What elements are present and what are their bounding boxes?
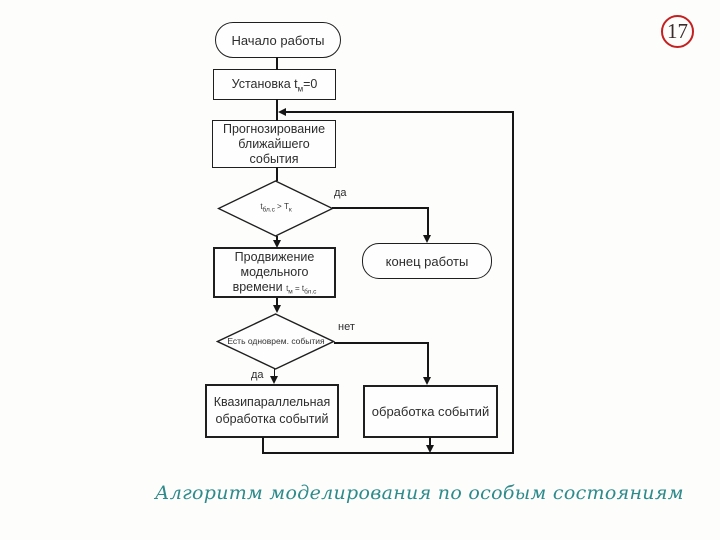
connector-decision2-no-h bbox=[334, 341, 428, 344]
decision-time-label: tбл.с > Tк bbox=[260, 202, 292, 214]
arrowhead-into-process bbox=[423, 377, 431, 385]
connector-decision1-yes-v bbox=[426, 206, 429, 237]
node-quasi-parallel: Квазипараллельная обработка событий bbox=[205, 384, 339, 438]
arrowhead-feedback-return bbox=[278, 107, 286, 116]
connector-advance-decision2 bbox=[276, 298, 278, 306]
branch-label-yes-1: да bbox=[334, 187, 347, 199]
node-init-label: Установка tм=0 bbox=[231, 77, 318, 94]
page-number: 17 bbox=[667, 19, 688, 43]
connector-quasi-down bbox=[262, 437, 264, 454]
connector-forecast-decision1 bbox=[276, 167, 278, 181]
page-number-badge: 17 bbox=[661, 15, 694, 48]
branch-label-yes-2: да bbox=[251, 369, 264, 381]
connector-decision1-yes-h bbox=[332, 206, 428, 209]
arrowhead-into-end bbox=[423, 235, 431, 243]
decision-time-diamond bbox=[217, 180, 334, 237]
connector-decision2-no-v bbox=[426, 341, 429, 378]
branch-label-no: нет bbox=[338, 321, 355, 333]
connector-init-forecast bbox=[276, 99, 278, 121]
arrowhead-into-decision2 bbox=[272, 305, 281, 313]
connector-decision2-quasi bbox=[273, 369, 276, 377]
node-end-label: конец работы bbox=[385, 253, 469, 269]
node-start: Начало работы bbox=[215, 22, 341, 58]
arrowhead-into-advance bbox=[272, 240, 281, 248]
node-process-events: обработка событий bbox=[363, 385, 498, 438]
node-process-events-label: обработка событий bbox=[371, 404, 490, 419]
node-forecast: Прогнозирование ближайшего события bbox=[212, 120, 336, 168]
connector-start-init bbox=[276, 57, 278, 70]
decision-simultaneous-diamond bbox=[216, 313, 335, 370]
advance-formula: tм = tбл.с bbox=[286, 283, 317, 296]
arrowhead-into-quasi bbox=[270, 376, 278, 384]
connector-process-down bbox=[429, 437, 431, 446]
feedback-line-bottom bbox=[262, 452, 514, 455]
connector-decision1-advance bbox=[276, 236, 278, 241]
node-init: Установка tм=0 bbox=[213, 69, 336, 100]
node-forecast-label: Прогнозирование ближайшего события bbox=[222, 121, 326, 166]
node-end: конец работы bbox=[362, 243, 492, 279]
node-start-label: Начало работы bbox=[231, 32, 325, 48]
feedback-line-top bbox=[285, 111, 514, 113]
arrowhead-process-join bbox=[425, 445, 434, 453]
node-advance: Продвижение модельного времени tм = tбл.… bbox=[213, 247, 336, 298]
slide-caption: Алгоритм моделирования по особым состоян… bbox=[155, 482, 684, 504]
node-quasi-parallel-label: Квазипараллельная обработка событий bbox=[213, 395, 331, 426]
decision-simultaneous-label: Есть одноврем. события bbox=[227, 336, 325, 346]
feedback-line-right bbox=[512, 111, 515, 454]
node-advance-label: Продвижение модельного времени tм = tбл.… bbox=[232, 249, 317, 296]
